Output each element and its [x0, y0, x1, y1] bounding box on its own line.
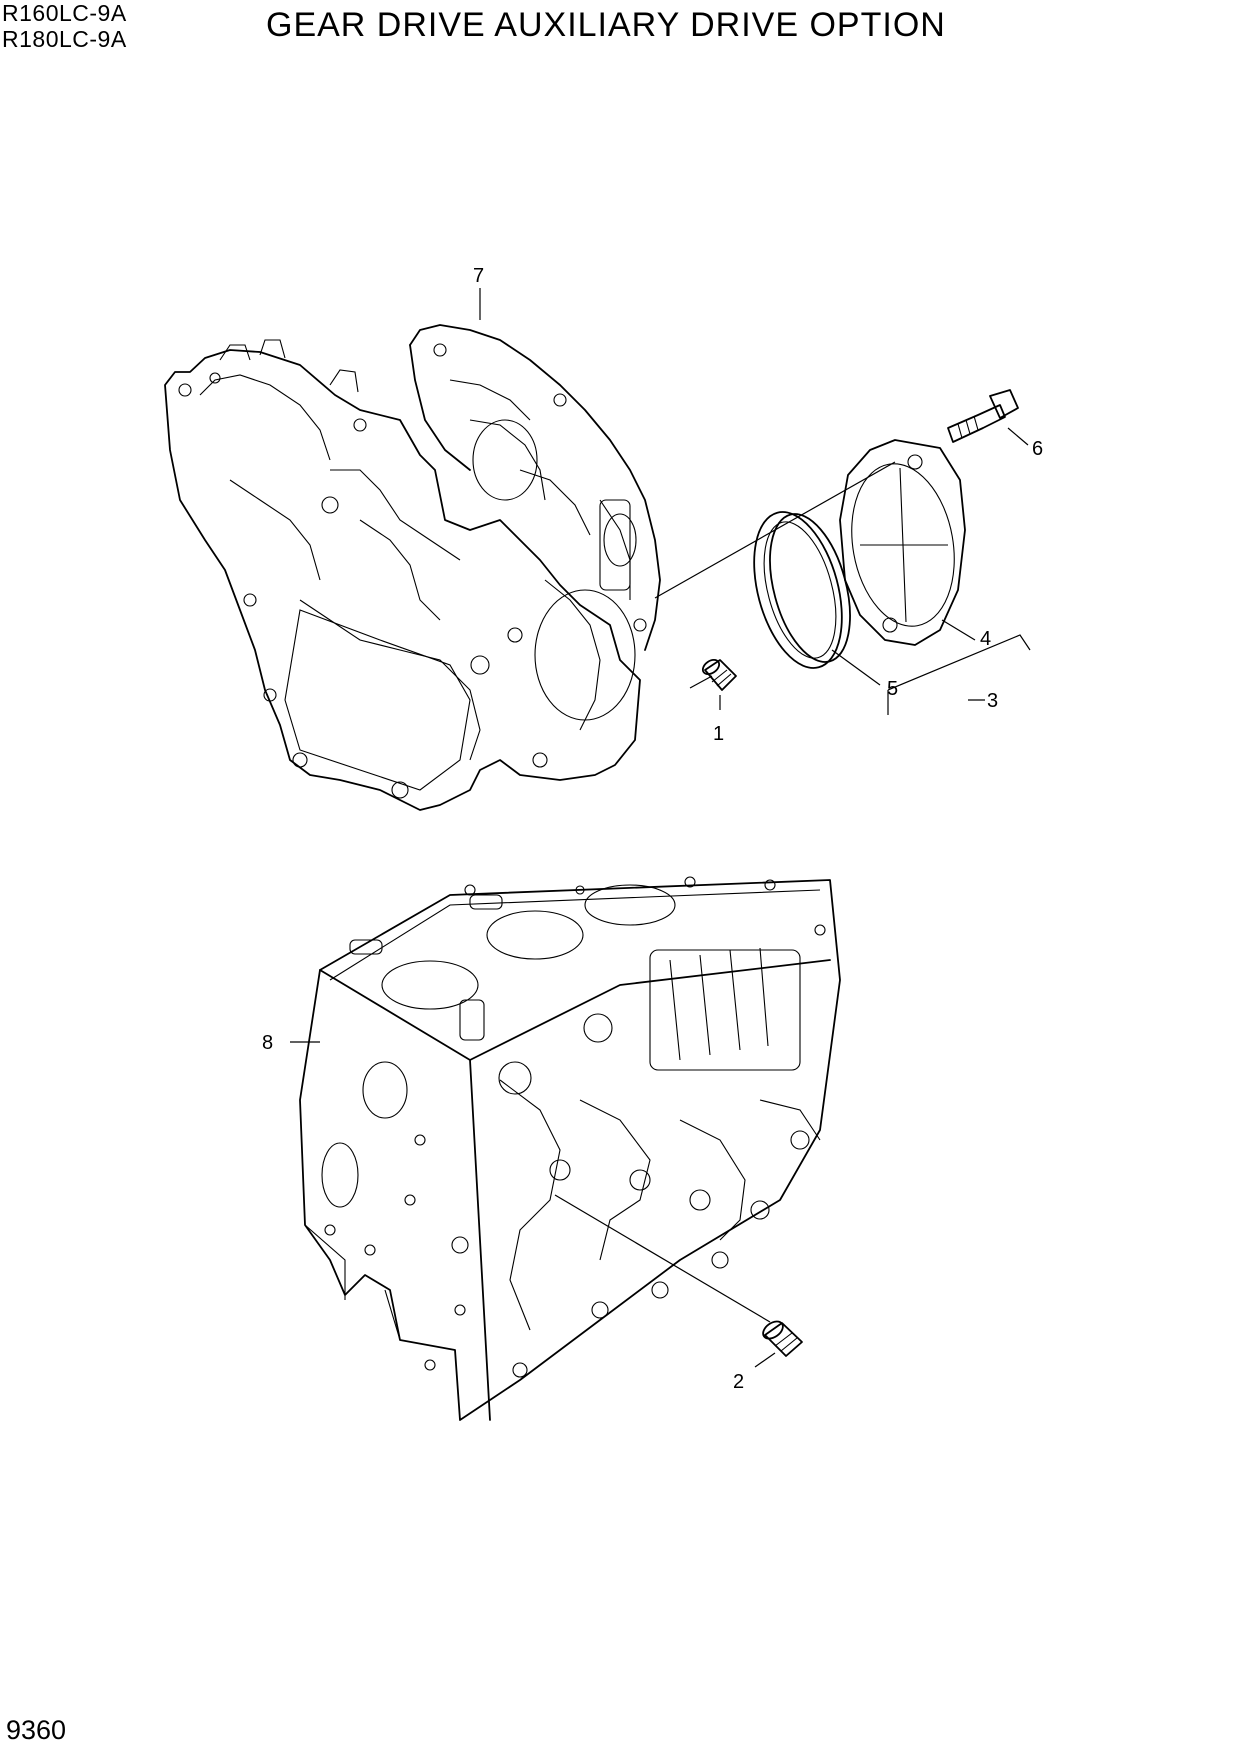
- callout-8: 8: [262, 1032, 273, 1054]
- page-number: 9360: [6, 1715, 67, 1745]
- leader-lines: [290, 288, 1031, 1368]
- cover-plate-part-4: [839, 439, 966, 646]
- plug-part-2: [762, 1320, 803, 1357]
- callout-6: 6: [1032, 438, 1043, 460]
- callout-1: 1: [713, 723, 724, 745]
- plug-part-1: [701, 658, 737, 691]
- callout-7: 7: [473, 265, 484, 287]
- callout-3: 3: [987, 690, 998, 712]
- callout-5: 5: [887, 678, 898, 700]
- callout-2: 2: [733, 1371, 744, 1393]
- page-title: GEAR DRIVE AUXILIARY DRIVE OPTION: [266, 6, 946, 44]
- callout-4: 4: [980, 628, 991, 650]
- bolt-part-6: [947, 389, 1019, 443]
- seal-ring-part-5: [753, 511, 851, 669]
- model-label-2: R180LC-9A: [2, 26, 127, 52]
- gear-case-drawing: [164, 324, 661, 811]
- model-label-1: R160LC-9A: [2, 0, 127, 26]
- cylinder-block-drawing: [299, 876, 841, 1421]
